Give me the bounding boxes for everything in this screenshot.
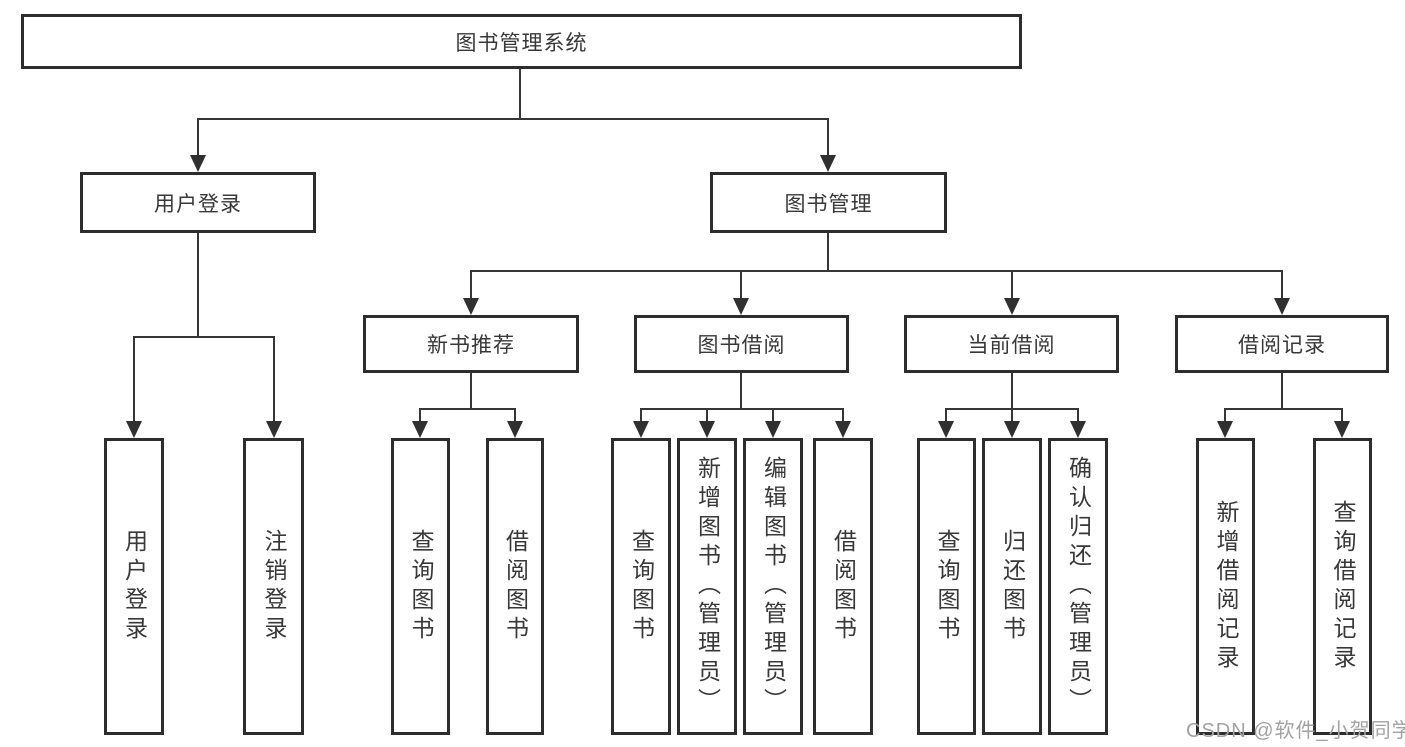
leaf-label: 查询图书 <box>934 528 960 645</box>
node-label: 图书借阅 <box>697 334 786 357</box>
node-label: 当前借阅 <box>967 334 1056 357</box>
connector-line <box>1224 408 1226 421</box>
node-current-borrowing: 当前借阅 <box>904 315 1119 373</box>
connector-line <box>740 270 742 298</box>
leaf-confirm-return-admin: 确认归还（管理员） <box>1048 438 1108 735</box>
connector-line <box>197 233 199 336</box>
node-label: 用户登录 <box>154 192 242 216</box>
connector-line <box>1281 373 1283 408</box>
leaf-borrow-books-recommend: 借阅图书 <box>486 438 544 735</box>
leaf-label: 编辑图书（管理员） <box>760 456 787 717</box>
arrowhead-down-icon <box>126 421 142 438</box>
leaf-return-books: 归还图书 <box>982 438 1042 735</box>
connector-line <box>419 408 516 410</box>
arrowhead-down-icon <box>1334 421 1350 438</box>
node-label: 图书管理系统 <box>455 31 588 55</box>
watermark-text: CSDN @软件_小贺同学 <box>1186 720 1405 742</box>
arrowhead-down-icon <box>1004 298 1020 315</box>
leaf-label: 归还图书 <box>999 528 1026 645</box>
leaf-label: 查询图书 <box>408 528 434 645</box>
arrowhead-down-icon <box>835 421 851 438</box>
node-borrowing-records: 借阅记录 <box>1175 315 1389 373</box>
leaf-query-books-recommend: 查询图书 <box>391 438 450 735</box>
connector-line <box>1341 408 1343 421</box>
connector-line <box>772 408 774 421</box>
arrowhead-down-icon <box>1274 298 1290 315</box>
node-label: 新书推荐 <box>427 334 515 357</box>
arrowhead-down-icon <box>190 155 206 172</box>
connector-line <box>197 118 829 120</box>
node-new-book-recommend: 新书推荐 <box>363 315 579 373</box>
connector-line <box>514 408 516 421</box>
connector-line <box>1011 373 1013 408</box>
connector-line <box>1281 270 1283 298</box>
connector-line <box>640 408 642 421</box>
arrowhead-down-icon <box>820 155 836 172</box>
connector-line <box>1077 408 1079 421</box>
leaf-label: 查询图书 <box>628 528 655 645</box>
connector-line <box>827 118 829 156</box>
leaf-label: 借阅图书 <box>502 528 529 645</box>
connector-line <box>133 336 275 338</box>
leaf-query-books-borrowing: 查询图书 <box>611 438 671 735</box>
connector-line <box>640 408 844 410</box>
leaf-label: 新增图书（管理员） <box>694 456 721 717</box>
connector-line <box>470 270 472 298</box>
connector-line <box>842 408 844 421</box>
connector-line <box>827 233 829 270</box>
arrowhead-down-icon <box>1004 421 1020 438</box>
connector-line <box>740 373 742 408</box>
arrowhead-down-icon <box>1070 421 1086 438</box>
connector-line <box>1011 270 1013 298</box>
leaf-query-borrow-record: 查询借阅记录 <box>1313 438 1372 735</box>
leaf-logout: 注销登录 <box>243 438 304 735</box>
arrowhead-down-icon <box>633 421 649 438</box>
arrowhead-down-icon <box>699 421 715 438</box>
connector-line <box>470 270 1283 272</box>
leaf-borrow-books-borrowing: 借阅图书 <box>813 438 873 735</box>
arrowhead-down-icon <box>938 421 954 438</box>
leaf-label: 查询借阅记录 <box>1330 499 1356 674</box>
leaf-edit-books-admin: 编辑图书（管理员） <box>743 438 803 735</box>
connector-line <box>519 69 521 118</box>
arrowhead-down-icon <box>733 298 749 315</box>
connector-line <box>1224 408 1343 410</box>
leaf-query-books-current: 查询图书 <box>917 438 976 735</box>
node-label: 借阅记录 <box>1238 334 1326 357</box>
node-library-management-system: 图书管理系统 <box>21 14 1022 69</box>
connector-line <box>945 408 947 421</box>
connector-line <box>273 336 275 421</box>
leaf-add-borrow-record: 新增借阅记录 <box>1196 438 1255 735</box>
arrowhead-down-icon <box>765 421 781 438</box>
leaf-add-books-admin: 新增图书（管理员） <box>677 438 737 735</box>
leaf-label: 借阅图书 <box>830 528 857 645</box>
node-book-management: 图书管理 <box>710 172 947 233</box>
arrowhead-down-icon <box>507 421 523 438</box>
connector-line <box>419 408 421 421</box>
node-label: 图书管理 <box>784 192 873 216</box>
connector-line <box>470 373 472 408</box>
arrowhead-down-icon <box>463 298 479 315</box>
leaf-label: 新增借阅记录 <box>1213 499 1239 674</box>
connector-line <box>1011 408 1013 421</box>
arrowhead-down-icon <box>266 421 282 438</box>
connector-line <box>706 408 708 421</box>
arrowhead-down-icon <box>412 421 428 438</box>
arrowhead-down-icon <box>1217 421 1233 438</box>
connector-line <box>197 118 199 156</box>
leaf-label: 用户登录 <box>121 528 148 645</box>
connector-line <box>133 336 135 421</box>
leaf-label: 注销登录 <box>261 528 287 645</box>
node-book-borrowing: 图书借阅 <box>634 315 849 373</box>
node-user-login: 用户登录 <box>80 172 316 233</box>
leaf-user-login: 用户登录 <box>104 438 164 735</box>
leaf-label: 确认归还（管理员） <box>1065 456 1092 717</box>
